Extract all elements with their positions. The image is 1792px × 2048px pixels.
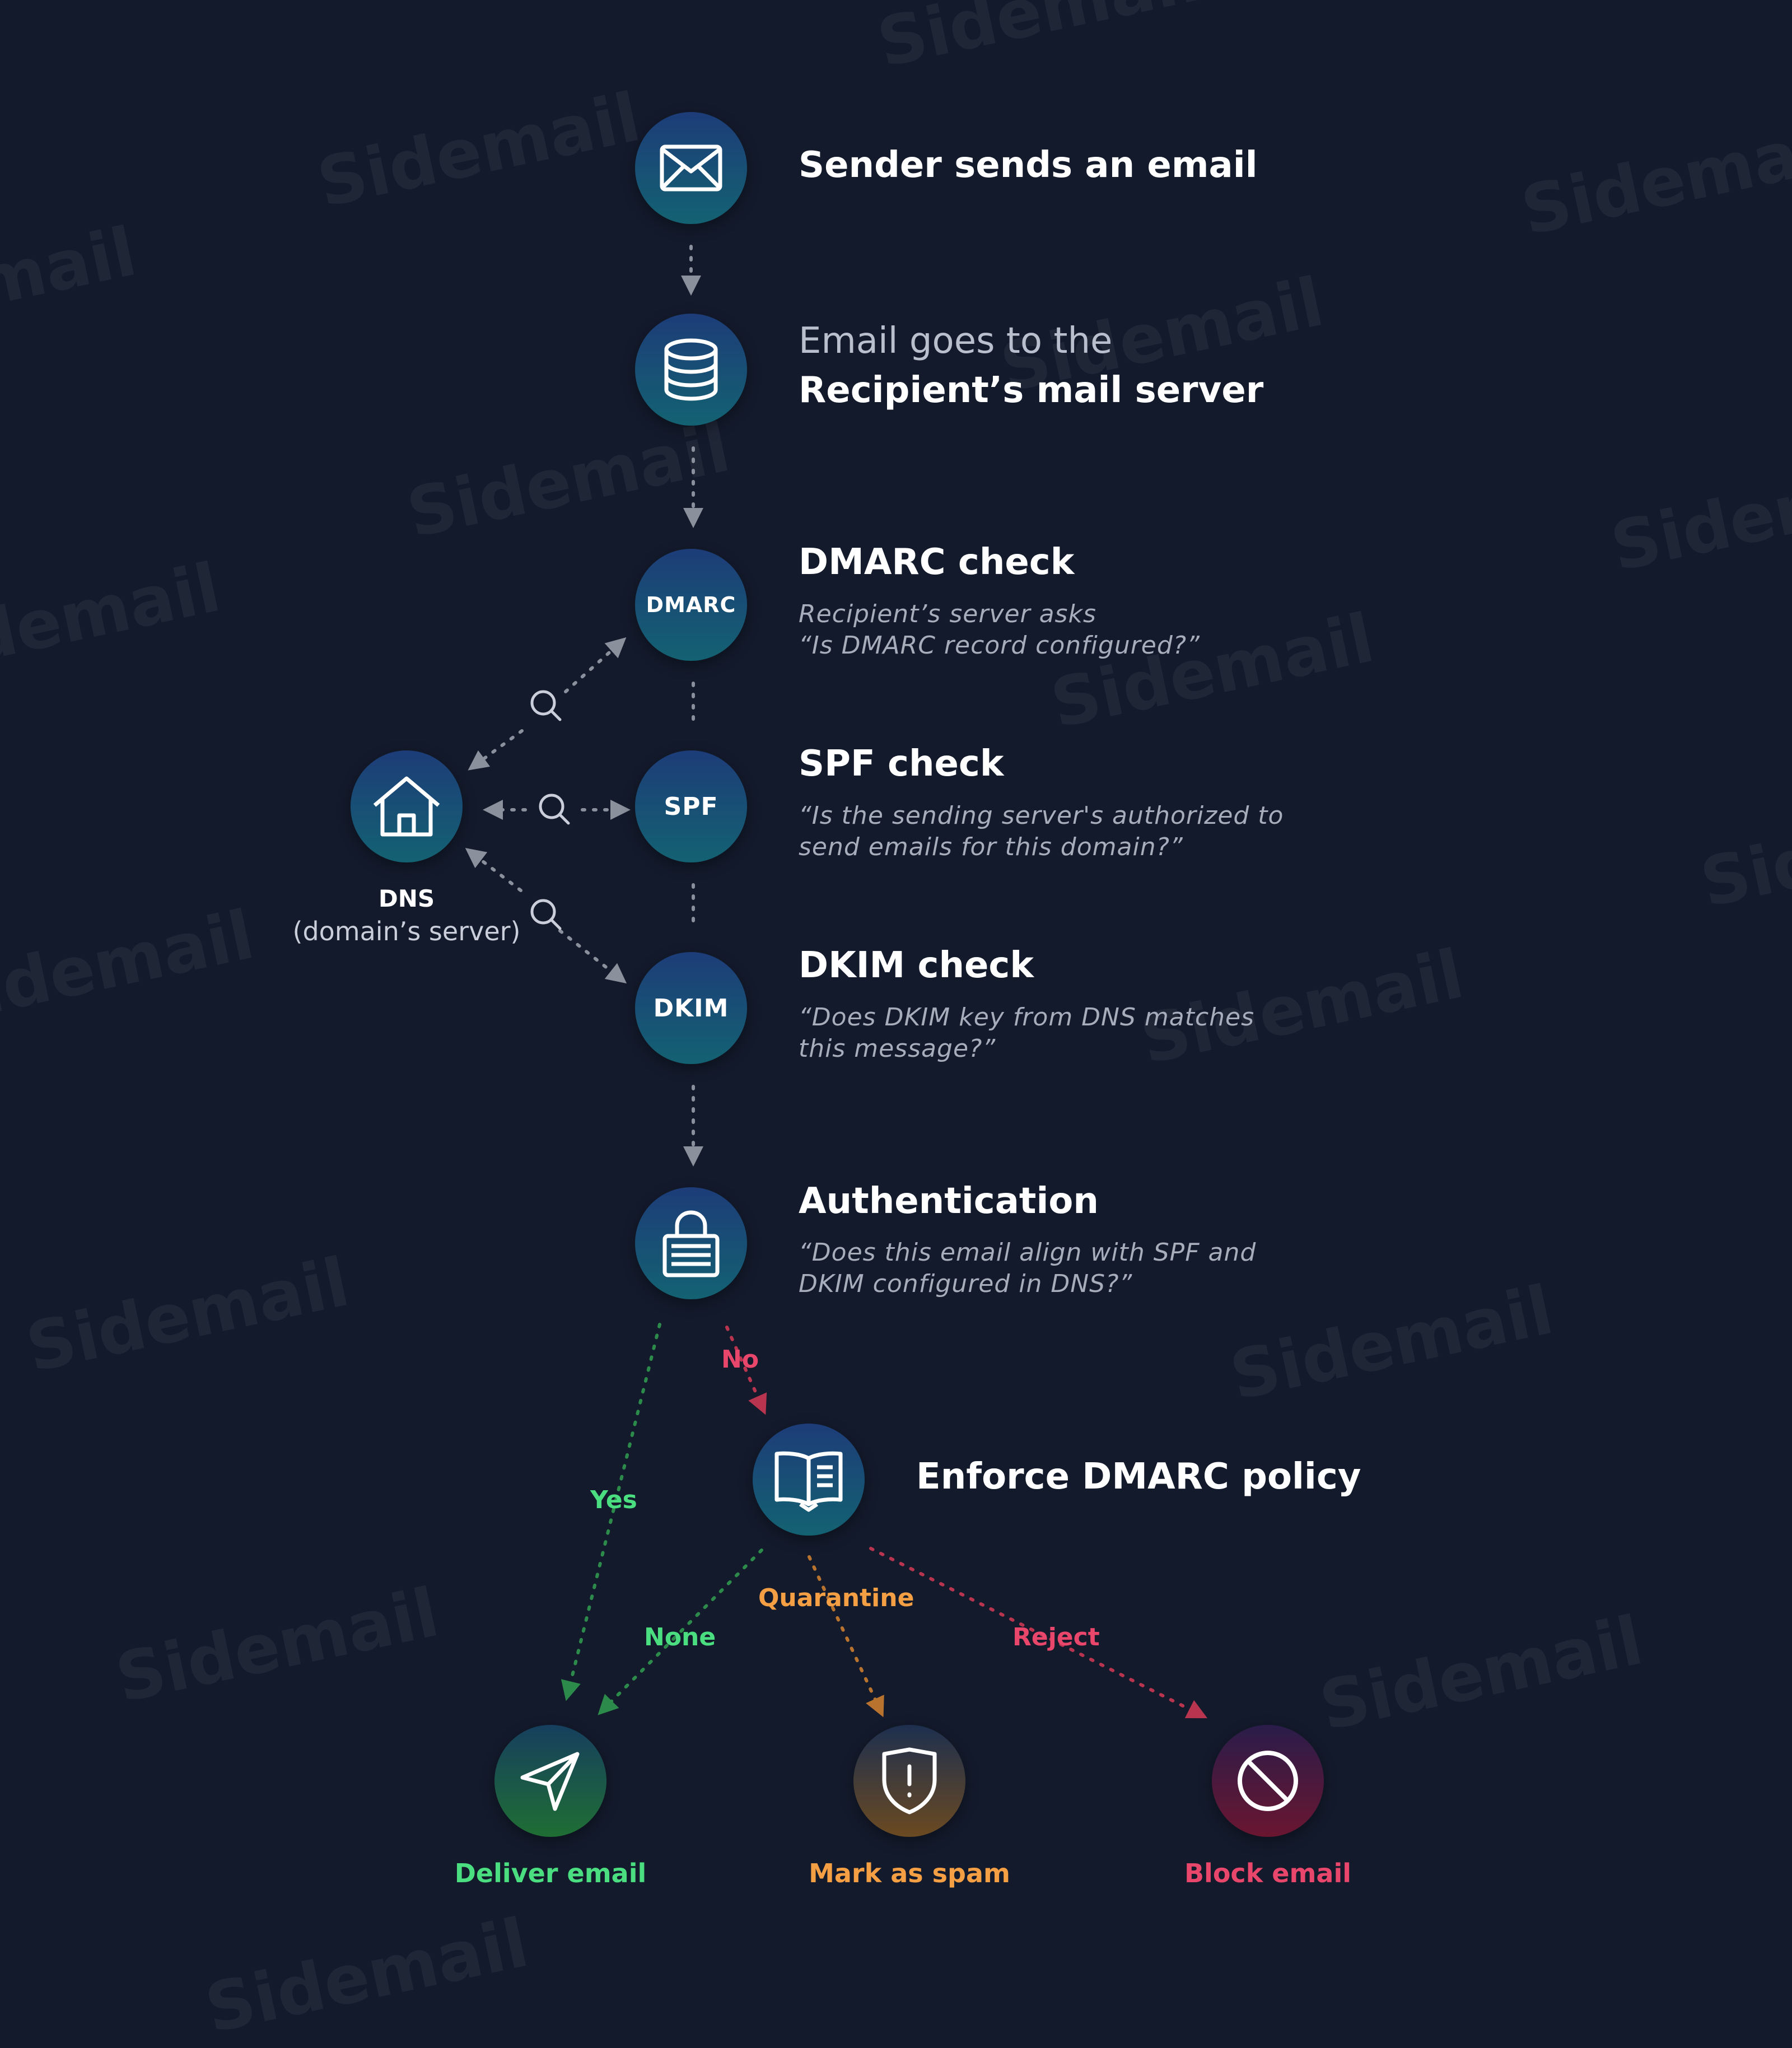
envelope-icon (660, 144, 722, 192)
step-spf-node: SPF (635, 750, 747, 862)
magnifier-icon (539, 794, 570, 825)
step-dmarc-title: DMARC check (799, 542, 1075, 583)
step-dmarc-desc-line1: Recipient’s server asks (799, 600, 1096, 628)
house-icon (373, 776, 440, 837)
connector-dns-dmarc-a (468, 729, 524, 771)
step-policy-title: Enforce DMARC policy (916, 1456, 1361, 1497)
step-auth-desc-line1: “Does this email align with SPF and (799, 1238, 1257, 1267)
step-dkim-desc-line1: “Does DKIM key from DNS matches (799, 1003, 1255, 1032)
connector-reject (869, 1547, 1208, 1719)
step-spf-desc-line2: send emails for this domain?” (799, 833, 1183, 861)
outcome-spam-label: Mark as spam (809, 1858, 1010, 1888)
outcome-spam-node (853, 1725, 965, 1837)
step-dkim-desc-line2: this message?” (799, 1034, 996, 1063)
branch-quarantine-label: Quarantine (758, 1584, 914, 1612)
outcome-deliver-label: Deliver email (454, 1858, 647, 1888)
step-server-line2: Recipient’s mail server (799, 370, 1264, 411)
step-dkim-node: DKIM (635, 952, 747, 1064)
step-spf-title: SPF check (799, 743, 1004, 785)
magnifier-icon (530, 690, 562, 721)
connector-yes (561, 1323, 661, 1701)
dns-label: DNS (378, 885, 435, 912)
outcome-deliver-node (494, 1725, 606, 1837)
step-dmarc-desc-line2: “Is DMARC record configured?” (799, 631, 1200, 660)
step-auth-title: Authentication (799, 1181, 1099, 1222)
step-dmarc-node: DMARC (635, 549, 747, 661)
step-spf-desc-line1: “Is the sending server's authorized to (799, 801, 1284, 830)
step-dkim-title: DKIM check (799, 945, 1034, 986)
dns-node (351, 750, 463, 862)
magnifier-icon (530, 899, 562, 930)
branch-none-label: None (644, 1623, 716, 1652)
step-policy-node (753, 1424, 865, 1536)
step-send-title: Sender sends an email (799, 144, 1258, 186)
step-dmarc-badge: DMARC (646, 593, 736, 617)
dns-sublabel: (domain’s server) (292, 916, 521, 946)
connector-no (725, 1326, 767, 1415)
step-server-node (635, 314, 747, 426)
book-icon (774, 1451, 843, 1512)
outcome-block-node (1212, 1725, 1324, 1837)
step-spf-badge: SPF (664, 792, 718, 821)
connector-dns-dkim-b (558, 929, 627, 984)
database-icon (664, 338, 718, 401)
connector-dns-dmarc-b (564, 637, 627, 693)
step-auth-desc-line2: DKIM configured in DNS?” (799, 1270, 1133, 1298)
ban-icon (1238, 1751, 1298, 1811)
send-icon (520, 1752, 580, 1811)
connector-none (598, 1548, 763, 1715)
branch-reject-label: Reject (1012, 1623, 1100, 1652)
outcome-block-label: Block email (1184, 1858, 1352, 1888)
lock-icon (662, 1210, 720, 1277)
step-auth-node (635, 1187, 747, 1299)
shield-alert-icon (882, 1747, 937, 1814)
branch-no-label: No (721, 1345, 759, 1374)
step-send-node (635, 112, 747, 224)
branch-yes-label: Yes (590, 1486, 637, 1514)
connector-dns-dkim-a (465, 848, 522, 892)
step-server-line1: Email goes to the (799, 320, 1113, 362)
step-dkim-badge: DKIM (653, 993, 729, 1023)
connector-quarantine (808, 1555, 884, 1718)
